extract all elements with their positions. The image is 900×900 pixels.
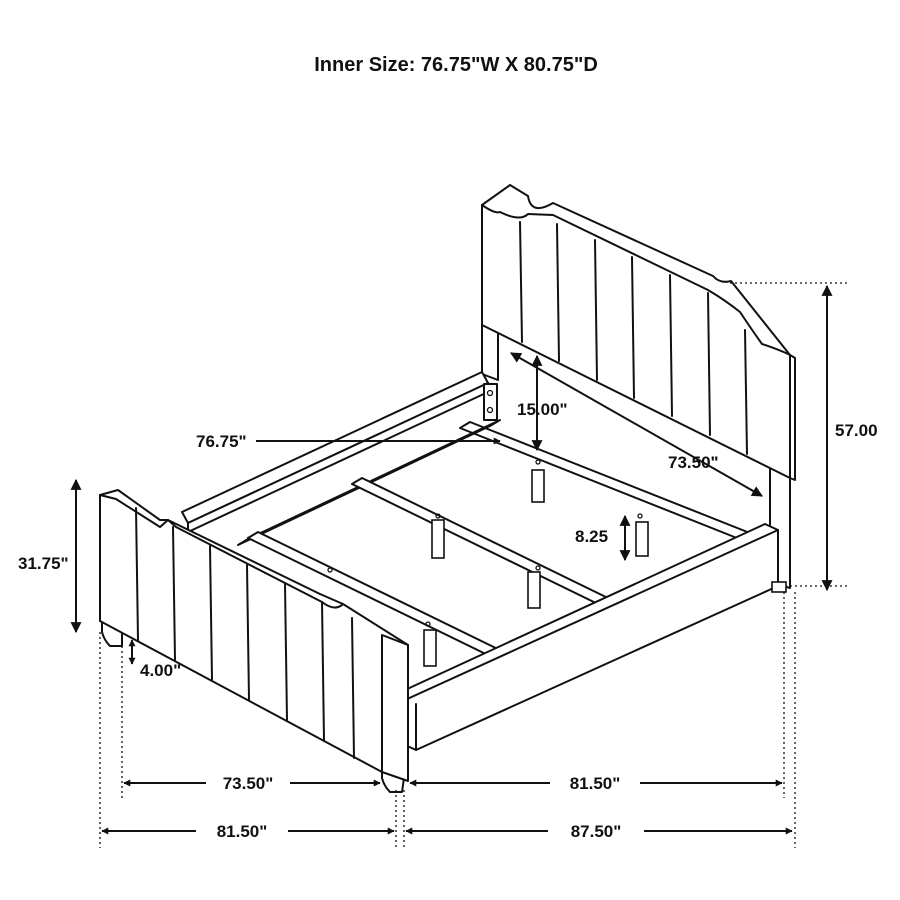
footboard-panel	[99, 489, 409, 782]
inner-width-label: 76.75"	[196, 432, 247, 451]
leg-height-label: 4.00"	[140, 661, 181, 680]
footboard-width-label: 81.50"	[217, 822, 268, 841]
overall-length-label: 87.50"	[571, 822, 622, 841]
page-title: Inner Size: 76.75"W X 80.75"D	[314, 54, 598, 76]
bed-frame	[181, 371, 787, 751]
headboard-height-label: 57.00	[835, 421, 878, 440]
rail-bracket	[483, 383, 498, 421]
headboard-panel-height-label: 15.00"	[517, 400, 568, 419]
slat-3	[351, 477, 613, 607]
footboard-inner-width-label: 73.50"	[223, 774, 274, 793]
inner-length-label: 81.50"	[570, 774, 621, 793]
headboard-left-post	[481, 324, 499, 381]
footboard	[99, 489, 409, 793]
headboard-inner-width-label: 73.50"	[668, 453, 719, 472]
footboard-height-label: 31.75"	[18, 554, 69, 573]
slat-leg-height-label: 8.25	[575, 527, 608, 546]
footboard-channels	[135, 507, 355, 759]
footboard-right-leg	[381, 769, 405, 793]
dimension-lines	[70, 282, 848, 848]
headboard-panel	[481, 184, 791, 479]
